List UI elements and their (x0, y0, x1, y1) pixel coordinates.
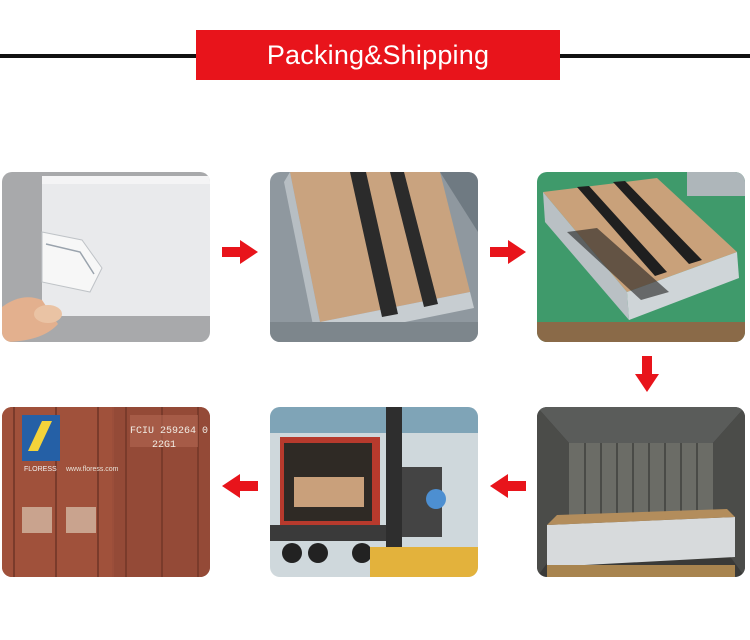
photo-sealed-shipping-containers: FLORESS www.floress.com FCIU 259264 0 22… (2, 407, 210, 577)
page-title: Packing&Shipping (196, 30, 560, 80)
arrow-left-icon (222, 474, 258, 498)
photo-bundle-loaded-in-container (537, 407, 745, 577)
arrow-right-icon (490, 240, 526, 264)
header-rule-right (556, 54, 750, 58)
photo-forklift-loading-container (270, 407, 478, 577)
header-rule-left (0, 54, 200, 58)
arrow-down-icon (635, 356, 659, 392)
container-type-text: 22G1 (152, 440, 176, 451)
container-id-text: FCIU 259264 0 (130, 426, 208, 437)
website-text: www.floress.com (65, 466, 119, 473)
photo-protective-film-sheet (2, 172, 210, 342)
photo-steel-sheet-bundle (270, 172, 478, 342)
photo-strapped-bundles-on-pallets (537, 172, 745, 342)
arrow-left-icon (490, 474, 526, 498)
arrow-right-icon (222, 240, 258, 264)
brand-logo-text: FLORESS (24, 466, 57, 473)
